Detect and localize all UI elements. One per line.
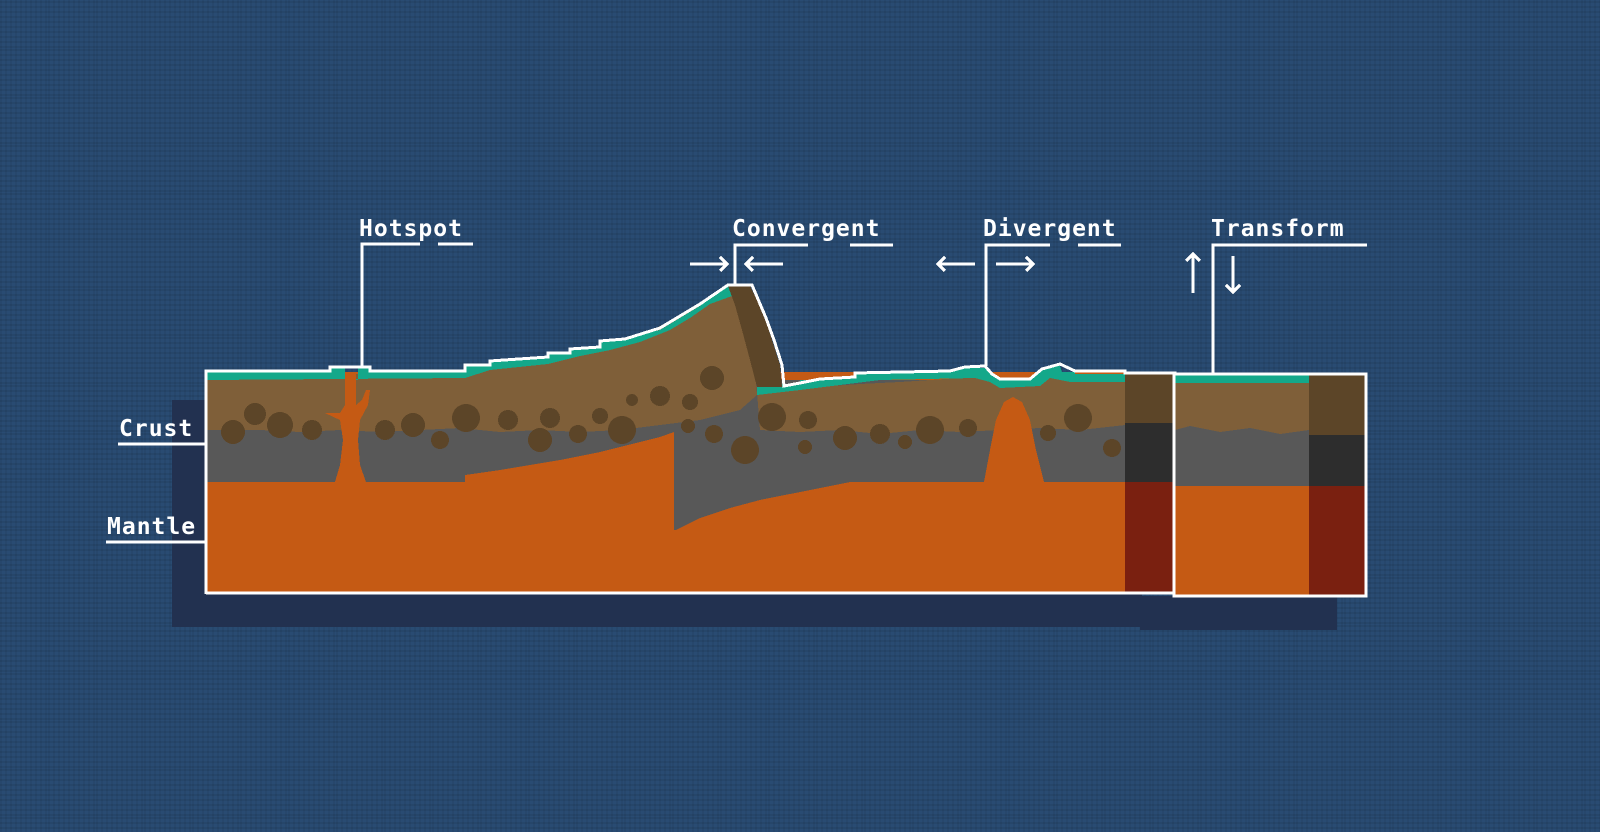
ocean-right — [757, 366, 1125, 395]
fault-column-rock — [1125, 423, 1175, 482]
fault-column-crust — [1125, 372, 1175, 423]
convergent-leader — [733, 243, 893, 285]
arrow-left-icon — [935, 255, 975, 273]
arrow-down-icon — [1224, 256, 1242, 295]
arrow-up-icon — [1184, 251, 1202, 293]
divergent-magma — [984, 397, 1044, 482]
panel-outline — [204, 283, 1177, 595]
continental-crust — [207, 288, 757, 432]
label-convergent: Convergent — [732, 216, 881, 242]
arrow-right-icon — [996, 255, 1036, 273]
label-mantle: Mantle — [107, 514, 197, 540]
cross-section — [207, 286, 1296, 592]
label-hotspot: Hotspot — [359, 216, 463, 242]
hotspot-plume — [325, 374, 370, 482]
descending-slab — [728, 286, 782, 387]
arrow-left-icon — [743, 255, 783, 273]
label-crust: Crust — [119, 416, 194, 442]
transform-shadow — [1140, 596, 1337, 630]
divergent-leader — [984, 243, 1121, 366]
label-divergent: Divergent — [983, 216, 1117, 242]
arrow-right-icon — [690, 255, 730, 273]
hotspot-leader — [360, 242, 473, 368]
transform-leader — [1211, 243, 1367, 373]
label-transform: Transform — [1211, 216, 1345, 242]
transform-block — [1172, 372, 1368, 598]
fault-column-mantle — [1125, 482, 1175, 592]
annotations — [106, 242, 1367, 544]
oceanic-crust — [757, 372, 1125, 434]
